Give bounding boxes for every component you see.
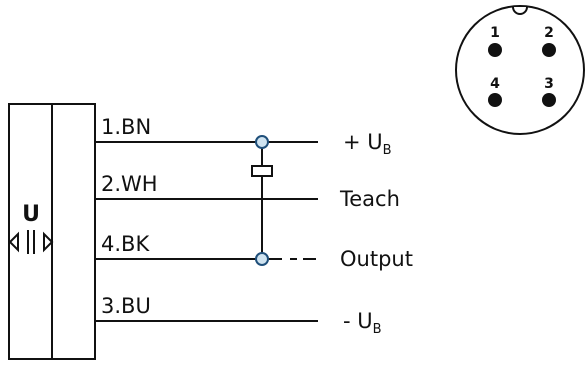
pin-3-label: 3 [544,76,554,92]
ultrasonic-transducer-icon [8,230,54,254]
signal-output: Output [340,247,413,271]
wire-3-label: 3.BU [101,294,151,318]
junction-node-bottom [255,252,269,266]
signal-minus-ub-subscript: B [373,322,382,337]
signal-plus-ub-text: + U [343,130,383,154]
signal-plus-ub-subscript: B [383,143,392,158]
signal-teach: Teach [339,187,400,211]
signal-minus-ub-text: - U [343,309,373,333]
connector-outline [455,5,585,135]
switch-element [251,165,273,177]
sensor-body: U [8,103,96,360]
pin-2-label: 2 [544,25,554,41]
teach-link [251,142,273,259]
signal-minus-ub: - UB [343,309,382,337]
pin-4-label: 4 [490,76,500,92]
wire-1-label: 1.BN [101,115,151,139]
sensor-label: U [22,202,40,227]
wires [95,141,318,322]
pin-1-dot [488,43,502,57]
pin-3-dot [542,93,556,107]
connector-key-notch [512,6,528,15]
connector-pinout: 1 2 4 3 [455,5,585,135]
signal-plus-ub: + UB [343,130,392,158]
junction-node-top [255,135,269,149]
wire-2-label: 2.WH [101,172,158,196]
wire-4-label: 4.BK [101,232,150,256]
pin-4-dot [488,93,502,107]
pin-2-dot [542,43,556,57]
pin-1-label: 1 [490,25,500,41]
